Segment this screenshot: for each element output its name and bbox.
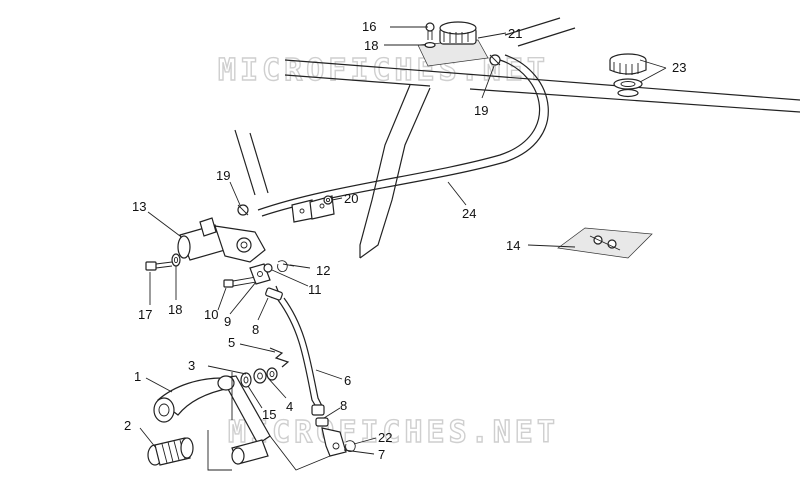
callout-3: 3 [188, 358, 195, 373]
callout-13: 13 [132, 199, 146, 214]
part-14 [557, 227, 653, 259]
callout-labels: 16 18 21 23 19 19 20 13 24 14 12 11 17 1… [124, 19, 686, 462]
spring-5 [269, 347, 290, 368]
callout-23: 23 [672, 60, 686, 75]
callout-18-lower: 18 [168, 302, 182, 317]
callout-8-upper: 8 [252, 322, 259, 337]
callout-17: 17 [138, 307, 152, 322]
nut-8-lower [315, 417, 329, 427]
screw-16 [425, 22, 435, 40]
callout-18-top: 18 [364, 38, 378, 53]
callout-11: 11 [308, 282, 322, 297]
frame-tubes [234, 17, 800, 259]
leader-lines [139, 26, 667, 471]
brake-pedal-lever [153, 375, 271, 465]
callout-12: 12 [316, 263, 330, 278]
hose-clamp-lower [237, 204, 249, 216]
callout-5: 5 [228, 335, 235, 350]
callout-4: 4 [286, 399, 293, 414]
brake-master-cylinder [177, 217, 266, 263]
callout-9: 9 [224, 314, 231, 329]
pin-11 [263, 263, 273, 273]
callout-22: 22 [378, 430, 392, 445]
watermark-bottom: MICROFICHES.NET [228, 415, 559, 450]
callout-15: 15 [262, 407, 276, 422]
pedal-rubber [147, 437, 194, 466]
nut-20 [323, 195, 333, 205]
push-rod [265, 285, 325, 416]
clip-12 [277, 260, 295, 273]
callout-14: 14 [506, 238, 520, 253]
callout-21: 21 [508, 26, 522, 41]
callout-6: 6 [344, 373, 351, 388]
brake-fluid-reservoir [417, 21, 489, 67]
washers-15 [240, 372, 252, 388]
callout-20: 20 [344, 191, 358, 206]
washers-4 [253, 367, 278, 384]
callout-16: 16 [362, 19, 376, 34]
callout-1: 1 [134, 369, 141, 384]
callout-7: 7 [378, 447, 385, 462]
callout-19-top: 19 [474, 103, 488, 118]
callout-10: 10 [204, 307, 218, 322]
washer-18-top [424, 41, 436, 48]
callout-19-left: 19 [216, 168, 230, 183]
callout-24: 24 [462, 206, 476, 221]
bolt-17 [145, 261, 173, 271]
washer-18-lower [171, 253, 181, 267]
hose-clamp-upper [489, 54, 501, 66]
callout-8-lower: 8 [340, 398, 347, 413]
fork-7 [321, 427, 347, 457]
callout-2: 2 [124, 418, 131, 433]
reservoir-cap-assembly [609, 53, 647, 98]
clip-22 [345, 440, 356, 453]
